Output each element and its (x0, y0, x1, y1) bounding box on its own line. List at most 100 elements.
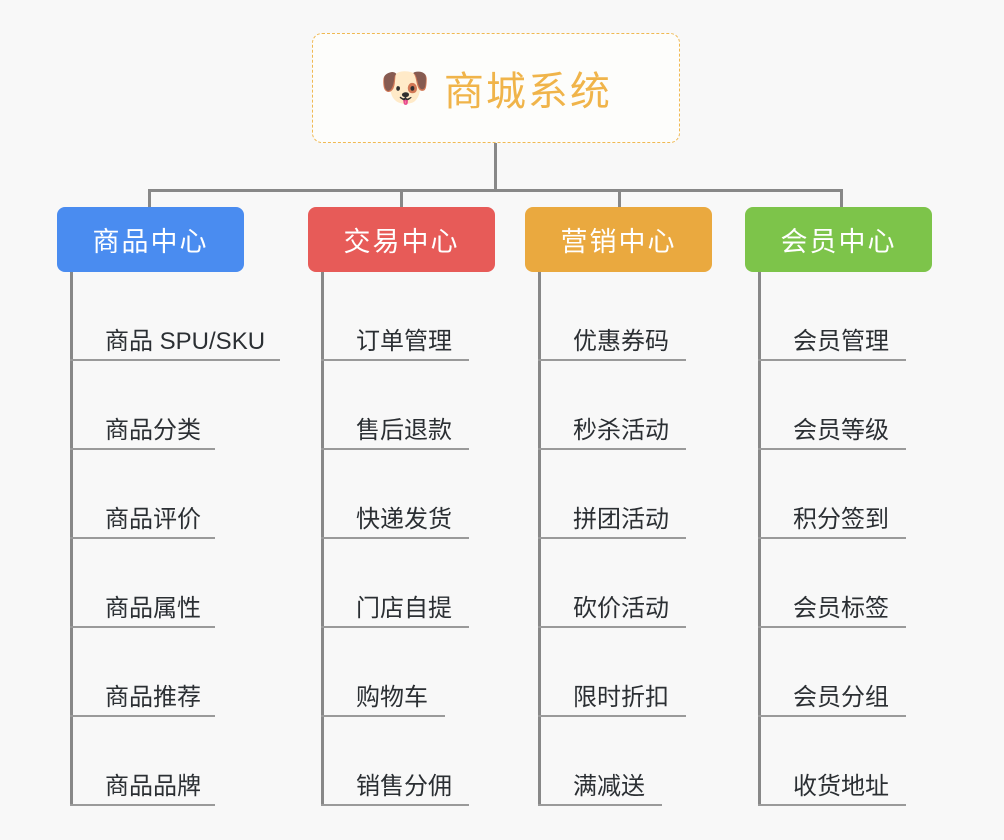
leaf-underline (70, 359, 280, 361)
category-header-product-center[interactable]: 商品中心 (57, 207, 244, 272)
leaf-label: 收货地址 (793, 773, 889, 800)
connector-drop-marketing-center (618, 189, 621, 209)
leaf-item[interactable]: 售后退款 (321, 361, 508, 450)
leaf-label: 满减送 (573, 773, 645, 800)
dog-face-icon: 🐶 (380, 66, 430, 110)
leaf-underline (538, 537, 686, 539)
leaf-item[interactable]: 满减送 (538, 717, 725, 806)
leaf-list: 会员管理 会员等级 积分签到 会员标签 会员分组 收货地址 (758, 272, 945, 806)
leaf-underline (70, 537, 215, 539)
leaf-item[interactable]: 拼团活动 (538, 450, 725, 539)
leaf-label: 会员等级 (793, 417, 889, 444)
leaf-list: 订单管理 售后退款 快递发货 门店自提 购物车 销售分佣 (321, 272, 508, 806)
leaf-underline (758, 626, 906, 628)
leaf-underline (538, 359, 686, 361)
root-node[interactable]: 🐶 商城系统 (312, 33, 680, 143)
leaf-underline (321, 626, 469, 628)
connector-drop-trade-center (400, 189, 403, 209)
leaf-item[interactable]: 商品属性 (70, 539, 257, 628)
leaf-item[interactable]: 砍价活动 (538, 539, 725, 628)
leaf-label: 售后退款 (356, 417, 452, 444)
category-header-trade-center[interactable]: 交易中心 (308, 207, 495, 272)
category-label: 商品中心 (92, 227, 209, 257)
leaf-underline (321, 804, 469, 806)
leaf-item[interactable]: 门店自提 (321, 539, 508, 628)
leaf-item[interactable]: 商品品牌 (70, 717, 257, 806)
leaf-item[interactable]: 会员等级 (758, 361, 945, 450)
leaf-item[interactable]: 商品分类 (70, 361, 257, 450)
leaf-label: 积分签到 (793, 506, 889, 533)
leaf-underline (70, 448, 215, 450)
leaf-underline (538, 448, 686, 450)
leaf-item[interactable]: 商品推荐 (70, 628, 257, 717)
leaf-label: 门店自提 (356, 595, 452, 622)
leaf-label: 商品属性 (105, 595, 201, 622)
leaf-item[interactable]: 积分签到 (758, 450, 945, 539)
leaf-label: 限时折扣 (573, 684, 669, 711)
leaf-underline (758, 804, 906, 806)
leaf-label: 快递发货 (356, 506, 452, 533)
root-title: 商城系统 (443, 70, 612, 114)
leaf-item[interactable]: 收货地址 (758, 717, 945, 806)
leaf-item[interactable]: 优惠券码 (538, 272, 725, 361)
leaf-underline (758, 715, 906, 717)
leaf-underline (758, 448, 906, 450)
category-label: 交易中心 (343, 227, 460, 257)
leaf-list: 优惠券码 秒杀活动 拼团活动 砍价活动 限时折扣 满减送 (538, 272, 725, 806)
leaf-underline (758, 359, 906, 361)
category-label: 营销中心 (560, 227, 677, 257)
category-header-marketing-center[interactable]: 营销中心 (525, 207, 712, 272)
leaf-item[interactable]: 秒杀活动 (538, 361, 725, 450)
leaf-label: 销售分佣 (356, 773, 452, 800)
leaf-item[interactable]: 会员标签 (758, 539, 945, 628)
leaf-underline (758, 537, 906, 539)
leaf-label: 订单管理 (356, 328, 452, 355)
leaf-item[interactable]: 商品评价 (70, 450, 257, 539)
leaf-underline (70, 626, 215, 628)
column-spine (758, 272, 761, 806)
column-spine (70, 272, 73, 806)
column-spine (538, 272, 541, 806)
leaf-item[interactable]: 订单管理 (321, 272, 508, 361)
leaf-underline (321, 715, 445, 717)
leaf-label: 拼团活动 (573, 506, 669, 533)
leaf-label: 会员分组 (793, 684, 889, 711)
leaf-label: 商品 SPU/SKU (105, 328, 266, 355)
leaf-underline (538, 715, 686, 717)
connector-root-stem (494, 143, 497, 191)
leaf-label: 会员标签 (793, 595, 889, 622)
leaf-underline (70, 715, 215, 717)
leaf-label: 砍价活动 (573, 595, 669, 622)
leaf-item[interactable]: 商品 SPU/SKU (70, 272, 280, 361)
leaf-underline (321, 537, 469, 539)
leaf-list: 商品 SPU/SKU 商品分类 商品评价 商品属性 商品推荐 商品品牌 (70, 272, 280, 806)
category-column-trade-center: 交易中心 订单管理 售后退款 快递发货 门店自提 购物车 (308, 207, 495, 806)
leaf-label: 商品评价 (105, 506, 201, 533)
category-column-product-center: 商品中心 商品 SPU/SKU 商品分类 商品评价 商品属性 商品推荐 (57, 207, 280, 806)
connector-drop-member-center (840, 189, 843, 209)
leaf-item[interactable]: 购物车 (321, 628, 508, 717)
category-column-member-center: 会员中心 会员管理 会员等级 积分签到 会员标签 会员分组 (745, 207, 932, 806)
leaf-underline (321, 359, 469, 361)
leaf-label: 会员管理 (793, 328, 889, 355)
leaf-label: 商品推荐 (105, 684, 201, 711)
category-label: 会员中心 (780, 227, 897, 257)
leaf-item[interactable]: 销售分佣 (321, 717, 508, 806)
connector-horizontal-bus (148, 189, 843, 192)
leaf-label: 秒杀活动 (573, 417, 669, 444)
leaf-underline (70, 804, 215, 806)
leaf-label: 购物车 (356, 684, 428, 711)
category-header-member-center[interactable]: 会员中心 (745, 207, 932, 272)
leaf-underline (538, 804, 662, 806)
leaf-item[interactable]: 会员分组 (758, 628, 945, 717)
category-column-marketing-center: 营销中心 优惠券码 秒杀活动 拼团活动 砍价活动 限时折扣 (525, 207, 712, 806)
column-spine (321, 272, 324, 806)
leaf-item[interactable]: 会员管理 (758, 272, 945, 361)
leaf-item[interactable]: 限时折扣 (538, 628, 725, 717)
leaf-item[interactable]: 快递发货 (321, 450, 508, 539)
leaf-label: 商品品牌 (105, 773, 201, 800)
connector-drop-product-center (148, 189, 151, 209)
leaf-label: 商品分类 (105, 417, 201, 444)
leaf-label: 优惠券码 (573, 328, 669, 355)
